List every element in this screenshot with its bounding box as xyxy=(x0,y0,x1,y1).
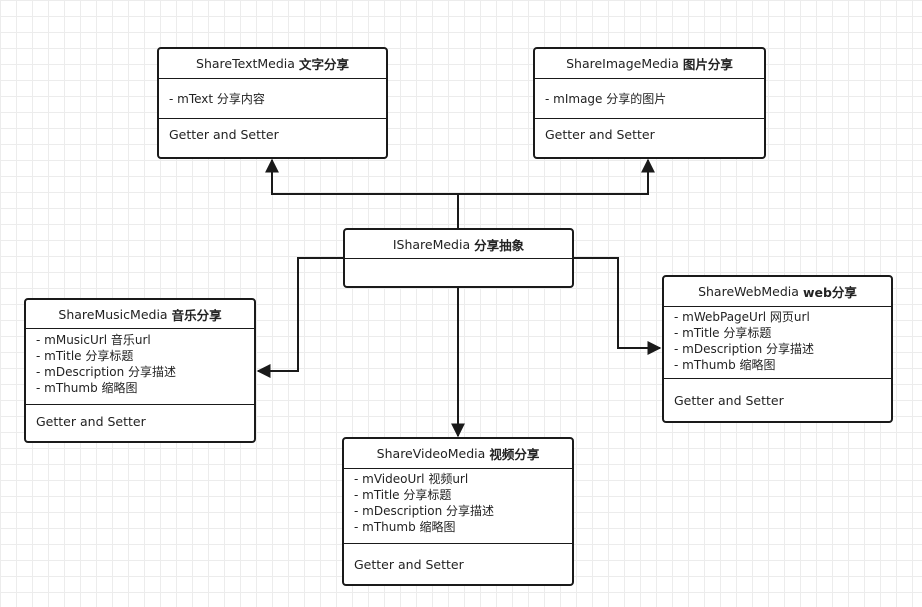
class-header: ShareImageMedia 图片分享 xyxy=(535,49,764,79)
class-name-zh: 文字分享 xyxy=(298,57,349,72)
class-name-zh: 图片分享 xyxy=(682,57,733,72)
attributes-section: - mMusicUrl 音乐url - mTitle 分享标题 - mDescr… xyxy=(26,329,254,405)
edge-to-web xyxy=(573,257,662,355)
class-header: ShareMusicMedia 音乐分享 xyxy=(26,300,254,329)
class-name-zh: 视频分享 xyxy=(489,447,540,462)
methods-section: Getter and Setter xyxy=(664,379,891,421)
edge-to-music xyxy=(256,257,343,378)
class-header: IShareMedia 分享抽象 xyxy=(345,230,572,259)
edge-to-image xyxy=(458,158,655,195)
attributes-section: - mWebPageUrl 网页url - mTitle 分享标题 - mDes… xyxy=(664,307,891,379)
method: Getter and Setter xyxy=(36,414,146,429)
attribute: - mWebPageUrl 网页url xyxy=(674,310,810,324)
method: Getter and Setter xyxy=(545,127,655,142)
attribute: - mThumb 缩略图 xyxy=(674,358,776,372)
attribute: - mDescription 分享描述 xyxy=(674,342,814,356)
class-header: ShareWebMedia web分享 xyxy=(664,277,891,307)
class-name-zh: web分享 xyxy=(802,285,857,300)
methods-section: Getter and Setter xyxy=(535,119,764,157)
attribute: - mDescription 分享描述 xyxy=(36,365,176,379)
attribute: - mTitle 分享标题 xyxy=(354,488,452,502)
edge-to-text xyxy=(265,158,459,229)
attributes-section: - mText 分享内容 xyxy=(159,79,386,119)
class-name: ShareTextMedia xyxy=(196,56,295,71)
method: Getter and Setter xyxy=(169,127,279,142)
class-name: ShareMusicMedia xyxy=(58,306,168,322)
method: Getter and Setter xyxy=(354,557,464,572)
class-name: ShareVideoMedia xyxy=(376,446,486,461)
class-share-video-media[interactable]: ShareVideoMedia 视频分享 - mVideoUrl 视频url -… xyxy=(342,437,574,586)
attributes-section: - mImage 分享的图片 xyxy=(535,79,764,119)
class-name-zh: 音乐分享 xyxy=(171,307,222,323)
attribute: - mTitle 分享标题 xyxy=(674,326,772,340)
attributes-section: - mVideoUrl 视频url - mTitle 分享标题 - mDescr… xyxy=(344,469,572,544)
class-ishare-media[interactable]: IShareMedia 分享抽象 xyxy=(343,228,574,288)
class-share-image-media[interactable]: ShareImageMedia 图片分享 - mImage 分享的图片 Gett… xyxy=(533,47,766,159)
attribute: - mTitle 分享标题 xyxy=(36,349,134,363)
attribute: - mImage 分享的图片 xyxy=(545,91,667,106)
attribute: - mVideoUrl 视频url xyxy=(354,472,469,486)
class-name: IShareMedia xyxy=(392,236,471,252)
class-name: ShareWebMedia xyxy=(698,284,799,299)
attribute: - mThumb 缩略图 xyxy=(36,381,138,395)
attribute: - mText 分享内容 xyxy=(169,91,265,106)
methods-section: Getter and Setter xyxy=(159,119,386,157)
class-share-music-media[interactable]: ShareMusicMedia 音乐分享 - mMusicUrl 音乐url -… xyxy=(24,298,256,443)
attributes-section xyxy=(345,259,572,286)
attribute: - mMusicUrl 音乐url xyxy=(36,333,151,347)
class-header: ShareVideoMedia 视频分享 xyxy=(344,439,572,469)
class-header: ShareTextMedia 文字分享 xyxy=(159,49,386,79)
attribute: - mThumb 缩略图 xyxy=(354,520,456,534)
class-share-web-media[interactable]: ShareWebMedia web分享 - mWebPageUrl 网页url … xyxy=(662,275,893,423)
methods-section: Getter and Setter xyxy=(26,405,254,441)
methods-section: Getter and Setter xyxy=(344,544,572,584)
method: Getter and Setter xyxy=(674,393,784,408)
attribute: - mDescription 分享描述 xyxy=(354,504,494,518)
class-name: ShareImageMedia xyxy=(566,56,679,71)
class-name-zh: 分享抽象 xyxy=(474,237,525,253)
class-share-text-media[interactable]: ShareTextMedia 文字分享 - mText 分享内容 Getter … xyxy=(157,47,388,159)
